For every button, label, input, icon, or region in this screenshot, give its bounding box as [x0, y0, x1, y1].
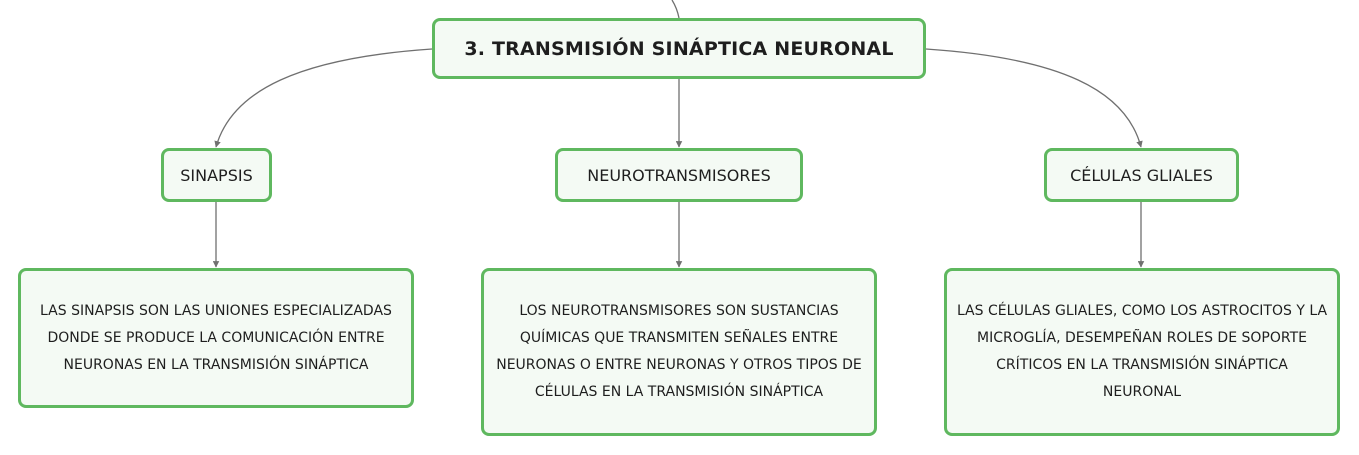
- root-label: 3. TRANSMISIÓN SINÁPTICA NEURONAL: [464, 37, 894, 60]
- detail-node-neurotransmisores[interactable]: LOS NEUROTRANSMISORES SON SUSTANCIAS QUÍ…: [481, 268, 877, 436]
- connector-root-sinapsis: [214, 48, 433, 148]
- detail-text-neurotransmisores: LOS NEUROTRANSMISORES SON SUSTANCIAS QUÍ…: [496, 303, 862, 400]
- topic-label-neurotransmisores: NEUROTRANSMISORES: [587, 165, 771, 185]
- topic-node-sinapsis[interactable]: SINAPSIS: [161, 148, 272, 202]
- incoming-connector: [671, 0, 680, 19]
- root-node[interactable]: 3. TRANSMISIÓN SINÁPTICA NEURONAL: [432, 18, 926, 79]
- detail-node-sinapsis[interactable]: LAS SINAPSIS SON LAS UNIONES ESPECIALIZA…: [18, 268, 414, 408]
- topic-node-celulas-gliales[interactable]: CÉLULAS GLIALES: [1044, 148, 1239, 202]
- detail-node-celulas-gliales[interactable]: LAS CÉLULAS GLIALES, COMO LOS ASTROCITOS…: [944, 268, 1340, 436]
- topic-label-sinapsis: SINAPSIS: [180, 165, 253, 185]
- detail-text-celulas-gliales: LAS CÉLULAS GLIALES, COMO LOS ASTROCITOS…: [956, 303, 1328, 400]
- topic-node-neurotransmisores[interactable]: NEUROTRANSMISORES: [555, 148, 803, 202]
- topic-label-celulas-gliales: CÉLULAS GLIALES: [1070, 165, 1213, 185]
- detail-text-sinapsis: LAS SINAPSIS SON LAS UNIONES ESPECIALIZA…: [40, 302, 392, 373]
- connector-root-celulas-gliales: [925, 48, 1143, 148]
